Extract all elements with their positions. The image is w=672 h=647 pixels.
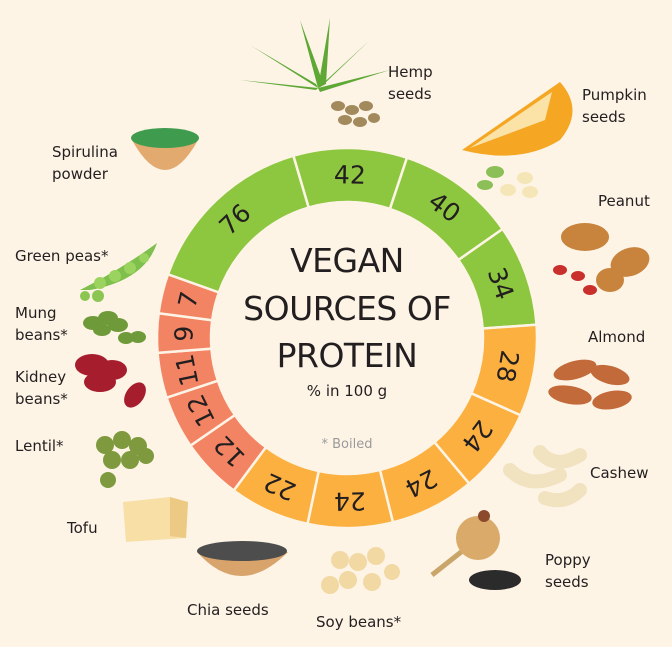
hemp-leaf-icon — [240, 18, 390, 92]
segment-value: 42 — [334, 160, 366, 190]
pumpkin-slice-icon — [462, 82, 573, 156]
label-line: powder — [52, 165, 108, 183]
label-hemp-seeds: Hemp seeds — [388, 61, 433, 105]
label-line: Pumpkin — [582, 86, 647, 104]
label-line: Tofu — [67, 519, 98, 537]
label-line: Soy beans* — [316, 613, 402, 631]
label-line: beans* — [15, 390, 68, 408]
subtitle: % in 100 g — [306, 382, 388, 400]
label-cashew: Cashew — [590, 462, 648, 484]
label-line: Peanut — [598, 192, 650, 210]
cashew-icon — [503, 445, 587, 508]
segment-value: 24 — [334, 486, 366, 516]
poppy-pod-icon — [430, 510, 500, 577]
label-poppy-seeds: Poppy seeds — [545, 549, 591, 593]
label-line: Spirulina — [52, 143, 118, 161]
pea-pod-icon — [80, 243, 157, 302]
ring-segment — [166, 154, 311, 294]
kidney-beans-icon — [75, 354, 146, 408]
label-line: Chia seeds — [187, 601, 269, 619]
footnote: * Boiled — [321, 437, 373, 452]
almond-icon — [548, 359, 632, 410]
tofu-block-icon — [123, 497, 188, 542]
label-line: Almond — [588, 328, 646, 346]
mung-beans-icon — [83, 311, 146, 344]
title-line-1: VEGAN — [290, 241, 404, 280]
spirulina-bowl-icon — [131, 128, 199, 170]
label-line: Cashew — [590, 464, 649, 482]
lentils-icon — [96, 431, 154, 488]
segment-value: 28 — [490, 348, 524, 384]
label-spirulina-powder: Spirulina powder — [52, 141, 118, 185]
label-chia-seeds: Chia seeds — [187, 599, 269, 621]
segment-value: 11 — [170, 352, 205, 389]
label-kidney-beans: Kidney beans* — [15, 366, 68, 410]
hemp-seeds-icon — [331, 101, 380, 127]
title-line-3: PROTEIN — [276, 336, 418, 375]
title-line-2: SOURCES OF — [243, 289, 451, 328]
label-line: seeds — [388, 85, 432, 103]
label-line: seeds — [582, 108, 626, 126]
label-line: Poppy — [545, 551, 591, 569]
label-line: Kidney — [15, 368, 67, 386]
peanut-icon — [553, 223, 650, 295]
poppy-seeds-icon — [469, 570, 521, 590]
label-line: seeds — [545, 573, 589, 591]
label-line: beans* — [15, 326, 68, 344]
label-line: Green peas* — [15, 247, 109, 265]
label-peanut: Peanut — [598, 190, 650, 212]
label-green-peas: Green peas* — [15, 245, 108, 267]
label-line: Mung — [15, 304, 57, 322]
label-mung-beans: Mung beans* — [15, 302, 68, 346]
label-lentil: Lentil* — [15, 435, 64, 457]
segment-value: 9 — [169, 325, 198, 342]
segment-value: 7 — [173, 289, 205, 311]
label-tofu: Tofu — [67, 517, 98, 539]
label-line: Lentil* — [15, 437, 64, 455]
label-line: Hemp — [388, 63, 433, 81]
pumpkin-seeds-icon — [477, 166, 538, 198]
label-soy-beans: Soy beans* — [316, 611, 401, 633]
chia-bowl-icon — [197, 541, 288, 576]
label-almond: Almond — [588, 326, 645, 348]
soy-beans-icon — [321, 547, 400, 594]
label-pumpkin-seeds: Pumpkin seeds — [582, 84, 647, 128]
